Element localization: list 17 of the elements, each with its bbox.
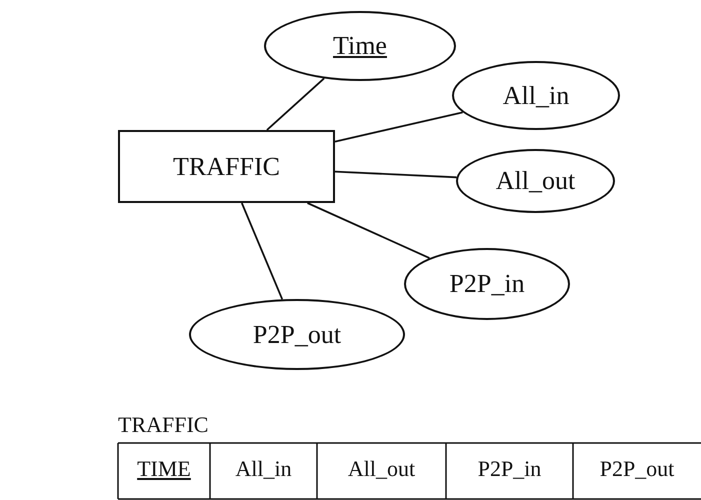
column-header: All_out [346,456,416,482]
entity-name: TRAFFIC [173,152,280,182]
attribute-name: All_in [502,80,570,110]
column-header: P2P_in [476,456,542,482]
attribute-name: P2P_out [252,320,342,350]
entity-box [118,130,335,203]
connector-line [334,170,457,178]
attribute-name: P2P_in [449,269,525,299]
attribute-name: All_out [496,166,576,196]
column-header: TIME [136,456,192,482]
connector-line [240,202,284,300]
connector-line [334,111,463,142]
column-header: All_in [234,456,293,482]
table-name: TRAFFIC [118,412,208,438]
connector-line [307,202,430,259]
column-header: P2P_out [598,456,676,482]
attribute-name: Time [333,31,387,61]
